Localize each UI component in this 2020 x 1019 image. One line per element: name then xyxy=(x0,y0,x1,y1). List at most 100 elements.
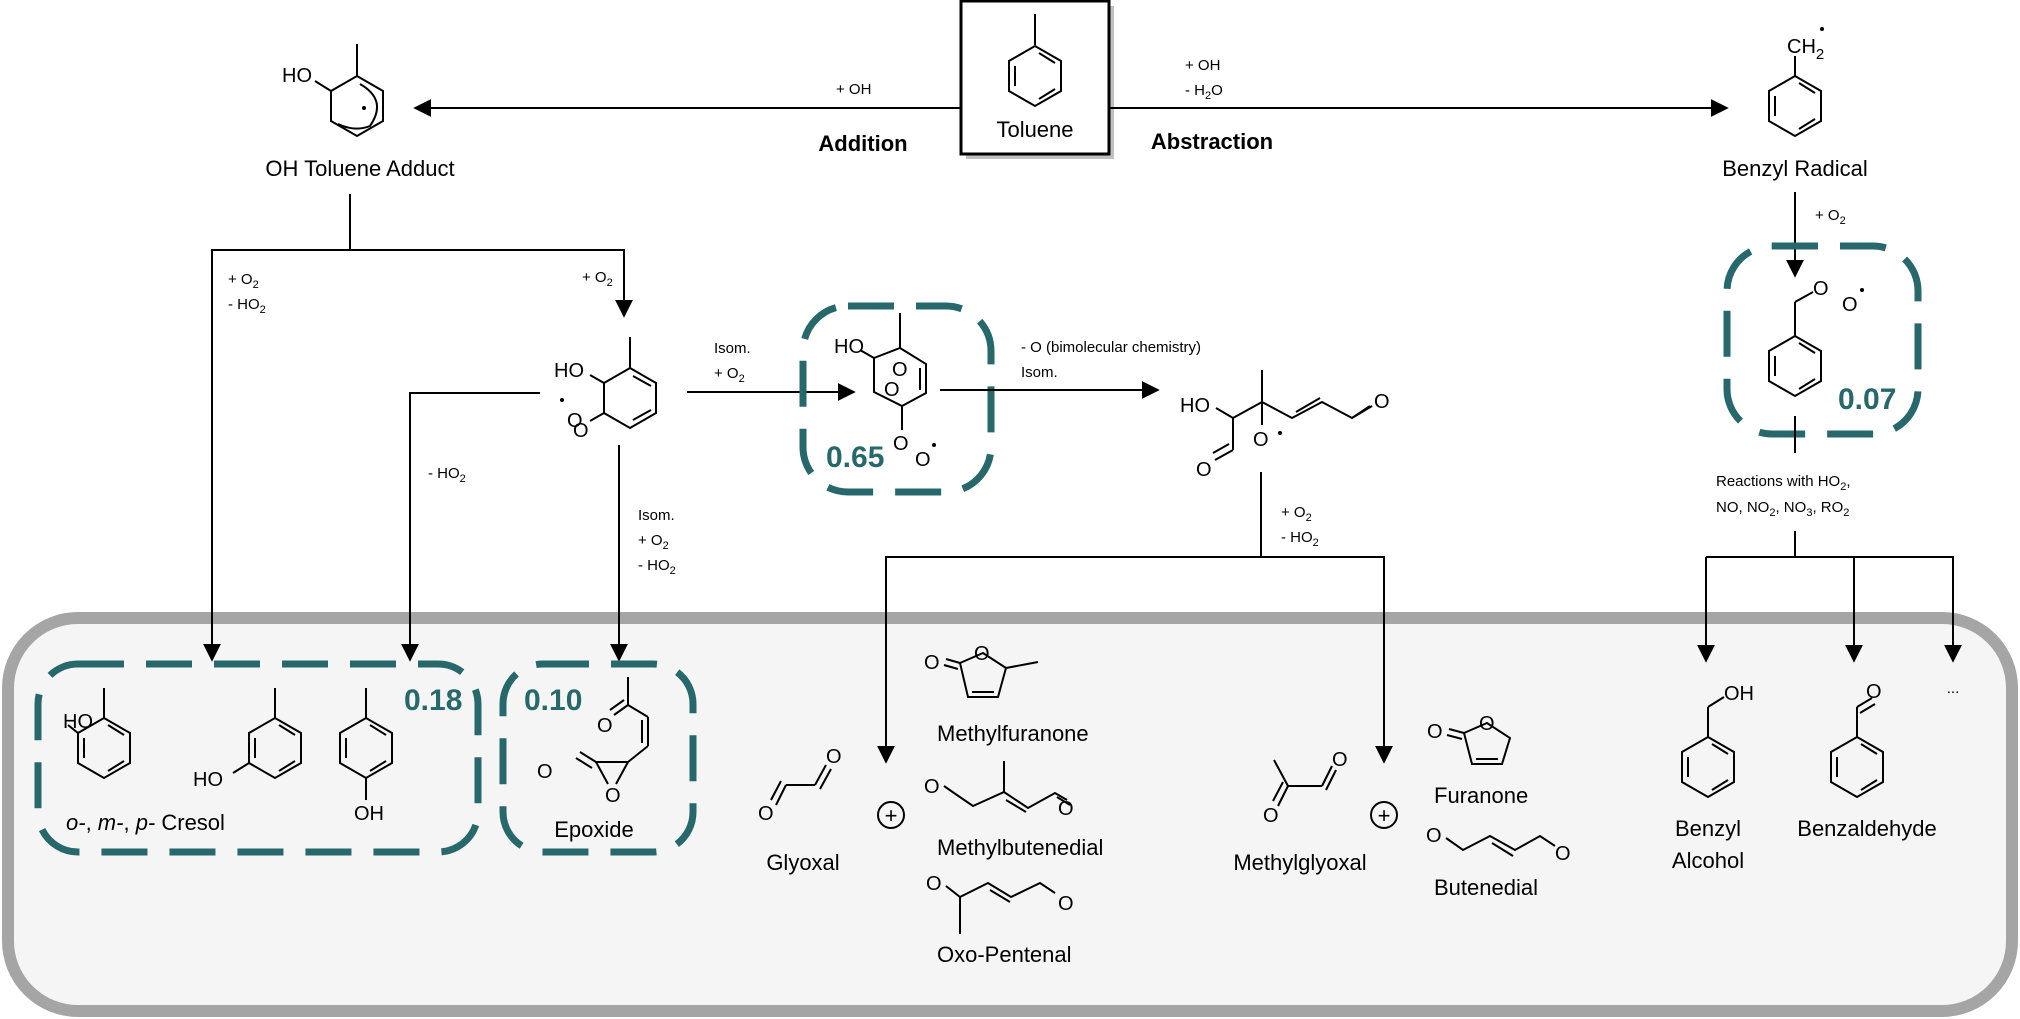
oh-toluene-adduct[interactable]: HO OH Toluene Adduct xyxy=(265,44,455,181)
oxo-pentenal[interactable]: O O Oxo-Pentenal xyxy=(926,873,1074,967)
abstraction-reagent-1: + OH xyxy=(1185,57,1220,74)
alkoxy-o-rad: O xyxy=(1253,429,1269,451)
epoxide-label: Epoxide xyxy=(554,817,634,842)
benzyl-alcohol[interactable]: OH Benzyl Alcohol xyxy=(1672,683,1754,873)
epoxide-o-ring: O xyxy=(605,785,621,807)
epoxide-o-ald: O xyxy=(537,761,553,783)
cond-isom-2: + O2 xyxy=(638,532,669,552)
cond-benzyl-reactions-1: Reactions with HO2, xyxy=(1716,473,1851,493)
more-products-arrow xyxy=(1706,556,1962,663)
svg-text:+: + xyxy=(885,803,898,828)
bicyclic-o2: O xyxy=(884,379,900,401)
bicyclic-o3: O xyxy=(893,433,909,455)
methylbutenedial-label: Methylbutenedial xyxy=(937,835,1103,860)
cresol-box[interactable]: HO HO OH o-, m-, p- Cresol 0.18 xyxy=(34,660,482,856)
cresol-yield: 0.18 xyxy=(404,684,462,717)
butenedial-o1: O xyxy=(1426,825,1442,847)
benzyl-radical-label: Benzyl Radical xyxy=(1722,156,1868,181)
oh-adduct-ho: HO xyxy=(282,65,312,87)
glyoxal-label: Glyoxal xyxy=(766,850,839,875)
methylfuranone-o1: O xyxy=(924,652,940,674)
epoxide-yield: 0.10 xyxy=(524,684,582,717)
butenedial[interactable]: O O Butenedial xyxy=(1426,825,1571,900)
benzaldehyde[interactable]: O Benzaldehyde xyxy=(1797,681,1936,841)
butenedial-o2: O xyxy=(1555,843,1571,865)
cond-isom-o2-1: Isom. xyxy=(714,340,751,357)
benzyl-peroxy-o2: O xyxy=(1842,294,1858,316)
methylbutenedial[interactable]: O O Methylbutenedial xyxy=(924,761,1103,860)
peroxy-o2: O xyxy=(573,420,589,442)
oxo-pentenal-label: Oxo-Pentenal xyxy=(937,942,1072,967)
cond-isom-3: - HO2 xyxy=(638,557,676,577)
cond-benzyl-o2: + O2 xyxy=(1815,207,1846,227)
benzyl-radical[interactable]: CH2 Benzyl Radical xyxy=(1722,27,1868,181)
methylglyoxal-o1: O xyxy=(1263,805,1279,827)
bicyclic-o1: O xyxy=(892,359,908,381)
alkoxy-ho: HO xyxy=(1180,395,1210,417)
abstraction-label: Abstraction xyxy=(1151,129,1273,154)
glyoxal-arrow xyxy=(877,472,1262,764)
butenedial-label: Butenedial xyxy=(1434,875,1538,900)
cresol-label: o-, m-, p- Cresol xyxy=(66,810,225,835)
methylglyoxal-arrow xyxy=(1261,556,1393,764)
cond-benzyl-reactions-2: NO, NO2, NO3, RO2 xyxy=(1716,499,1849,519)
benzyl-peroxy-o1: O xyxy=(1813,278,1829,300)
oh-adduct-label: OH Toluene Adduct xyxy=(265,156,454,181)
cond-plus-o2: + O2 xyxy=(582,269,613,289)
bicyclic-yield: 0.65 xyxy=(826,441,884,474)
benzaldehyde-o: O xyxy=(1866,681,1882,703)
methylbutenedial-o1: O xyxy=(924,776,940,798)
peroxy-o1: O xyxy=(567,410,583,432)
peroxy-pathway-arrow xyxy=(350,249,633,318)
bicyclic-ho: HO xyxy=(834,336,864,358)
toluene-label: Toluene xyxy=(996,117,1073,142)
furanone-o1: O xyxy=(1427,721,1443,743)
furanone-label: Furanone xyxy=(1434,783,1528,808)
alkoxy-o-end: O xyxy=(1374,391,1390,413)
cond-alkoxy-2: - HO2 xyxy=(1281,529,1319,549)
methylfuranone-label: Methylfuranone xyxy=(937,721,1089,746)
o-cresol-ho: HO xyxy=(63,711,93,733)
cond-isom-1: Isom. xyxy=(638,507,675,524)
methylglyoxal-label: Methylglyoxal xyxy=(1233,850,1366,875)
cond-bimolecular-1: - O (bimolecular chemistry) xyxy=(1021,339,1201,356)
alkoxy-radical[interactable]: HO O O O xyxy=(1180,370,1390,481)
m-cresol-ho: HO xyxy=(193,769,223,791)
plus-icon-2: + xyxy=(1370,801,1398,829)
more-products-ellipsis: ... xyxy=(1947,680,1960,697)
bicyclic-peroxy-box[interactable]: HO O O O O 0.65 xyxy=(799,302,995,496)
minus-ho2-arrow xyxy=(401,392,540,662)
benzyl-peroxy-box[interactable]: O O 0.07 xyxy=(1723,242,1922,438)
furanone-o2: O xyxy=(1479,713,1495,735)
epoxide-box[interactable]: 0.10 O O O Epoxide xyxy=(499,660,697,856)
benzyl-peroxy-yield: 0.07 xyxy=(1838,383,1896,416)
benzyl-ch: CH2 xyxy=(1787,36,1824,63)
addition-reagent: + OH xyxy=(836,81,871,98)
peroxy-radical[interactable]: HO O O xyxy=(554,337,657,442)
methylglyoxal-o2: O xyxy=(1332,749,1348,771)
plus-icon-1: + xyxy=(877,801,905,829)
svg-text:+: + xyxy=(1378,803,1391,828)
toluene-box[interactable]: Toluene xyxy=(959,0,1114,159)
methylfuranone-o2: O xyxy=(974,643,990,665)
furanone[interactable]: O O Furanone xyxy=(1427,713,1528,808)
benzyl-alcohol-label-2: Alcohol xyxy=(1672,848,1744,873)
glyoxal-o1: O xyxy=(758,803,774,825)
cond-o2-ho2-1: + O2 xyxy=(228,271,259,291)
epoxide-o-keto: O xyxy=(597,715,613,737)
cond-alkoxy-1: + O2 xyxy=(1281,504,1312,524)
cond-minus-ho2: - HO2 xyxy=(428,465,466,485)
peroxy-ho: HO xyxy=(554,360,584,382)
methylfuranone[interactable]: O O Methylfuranone xyxy=(924,643,1089,746)
abstraction-reagent-2: - H2O xyxy=(1185,82,1223,102)
bicyclic-o4: O xyxy=(915,449,931,471)
methylglyoxal[interactable]: O O Methylglyoxal xyxy=(1233,749,1366,875)
p-cresol-oh: OH xyxy=(354,803,384,825)
methylbutenedial-o2: O xyxy=(1058,798,1074,820)
oxo-pentenal-o1: O xyxy=(926,873,942,895)
alkoxy-o-ald: O xyxy=(1196,459,1212,481)
products-panel xyxy=(2,612,2018,1017)
cond-bimolecular-2: Isom. xyxy=(1021,364,1058,381)
glyoxal[interactable]: O O Glyoxal xyxy=(758,746,842,875)
